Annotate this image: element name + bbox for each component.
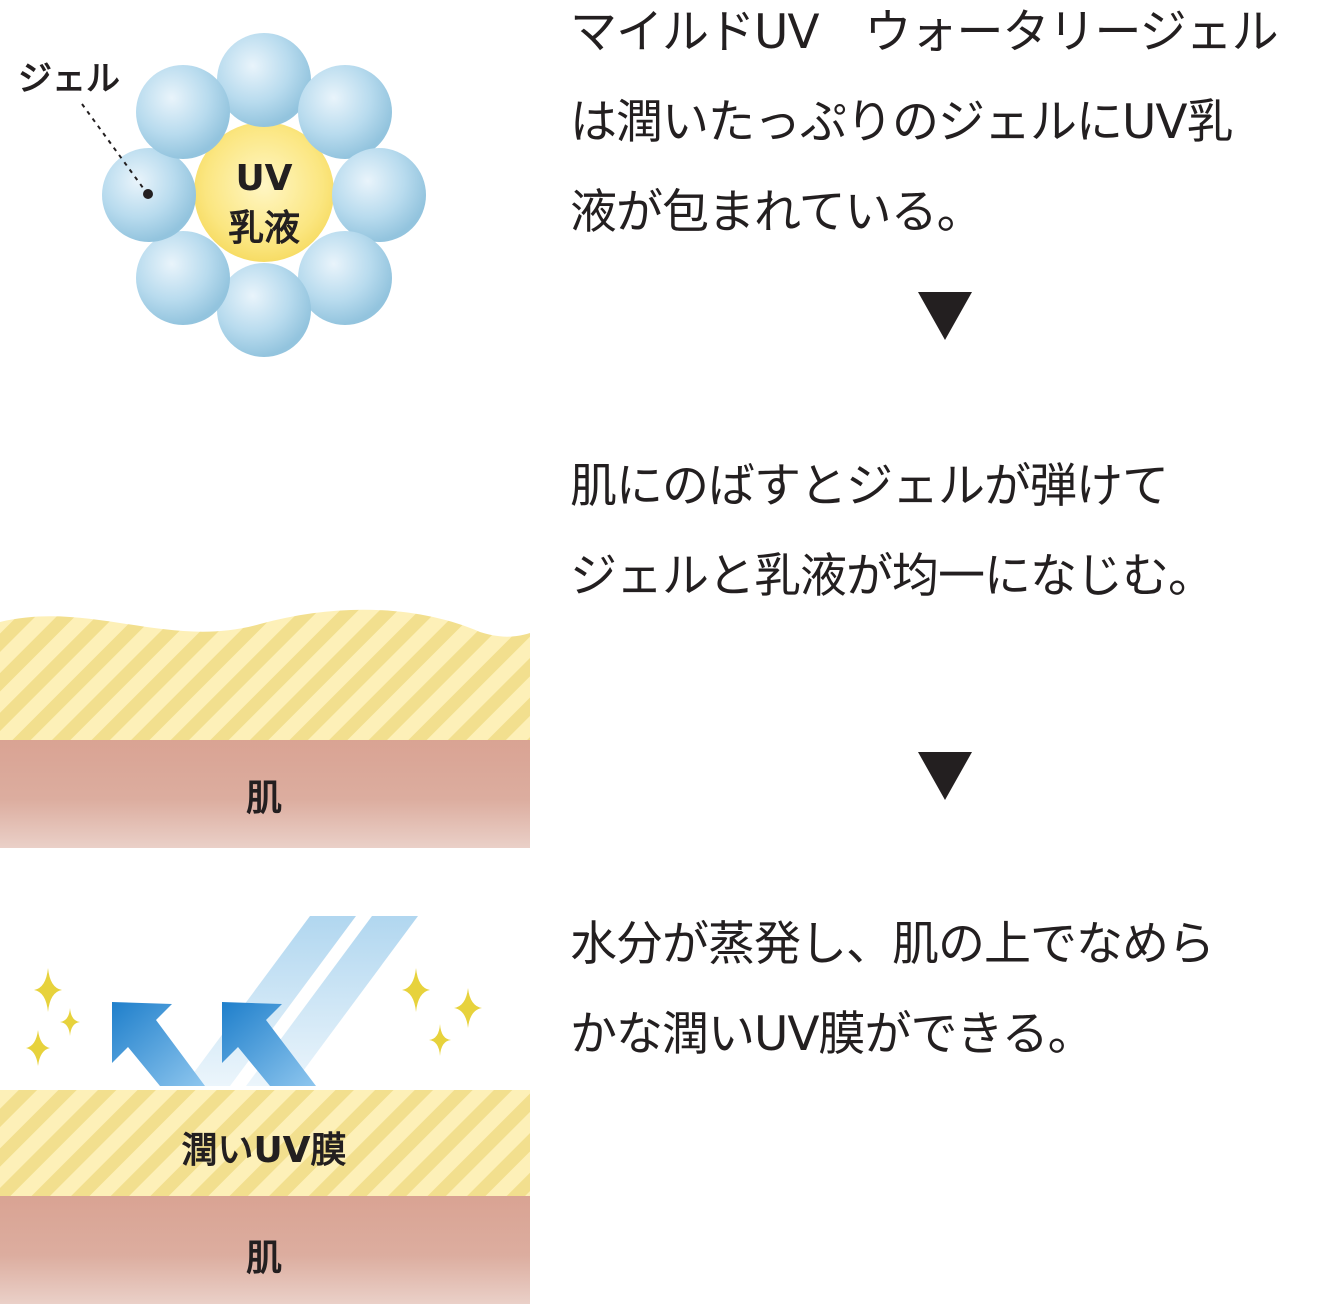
gel-leader-dot [143,189,153,199]
caption-step-1: マイルドUV ウォータリージェル は潤いたっぷりのジェルにUV乳 液が包まれてい… [570,0,1324,258]
caption-step-2: 肌にのばすとジェルが弾けて ジェルと乳液が均一になじむ。 [570,442,1324,622]
uv-film-diagram: 潤いUV膜 肌 [0,916,530,1304]
skin-label: 肌 [246,1238,282,1279]
caption-line: 液が包まれている。 [570,185,984,240]
caption-line: は潤いたっぷりのジェルにUV乳 [570,95,1234,150]
skin-layer [0,1196,530,1304]
sparkle-icon [454,988,482,1028]
caption-line: 肌にのばすとジェルが弾けて [570,459,1169,514]
reflect-arrow-icon [222,1002,316,1086]
reflect-arrow-icon [112,1002,205,1086]
emulsion-layer [0,609,530,740]
gel-bead [298,231,392,325]
sparkle-icon [26,1030,50,1066]
sparkle-icon [34,968,62,1012]
core-label-emulsion: 乳液 [228,208,300,249]
caption-line: マイルドUV ウォータリージェル [570,5,1279,60]
gel-bead [136,231,230,325]
spread-on-skin-diagram: 肌 [0,609,530,848]
core-label-uv: UV [235,158,292,199]
caption-line: かな潤いUV膜ができる。 [570,1007,1095,1062]
gel-bead [217,263,311,357]
gel-label: ジェル [18,59,120,99]
gel-bead [298,65,392,159]
skin-label: 肌 [246,778,282,819]
uv-film-layer [0,1090,530,1196]
down-arrow-icon [918,292,972,340]
gel-bead [332,148,426,242]
caption-step-3: 水分が蒸発し、肌の上でなめら かな潤いUV膜ができる。 [570,900,1324,1080]
gel-bead [136,65,230,159]
sparkle-icon [402,968,430,1012]
gel-capsule-diagram: UV 乳液 ジェル [18,33,426,357]
uv-emulsion-core [194,122,334,262]
light-beam [246,916,418,1086]
caption-line: 水分が蒸発し、肌の上でなめら [570,917,1215,972]
skin-layer [0,740,530,848]
uv-film-label: 潤いUV膜 [181,1130,346,1171]
down-arrow-icon [918,752,972,800]
gel-leader-line [81,103,147,193]
sparkle-icon [429,1024,451,1056]
caption-line: ジェルと乳液が均一になじむ。 [570,549,1215,604]
sparkle-icon [60,1008,80,1036]
gel-bead [217,33,311,127]
